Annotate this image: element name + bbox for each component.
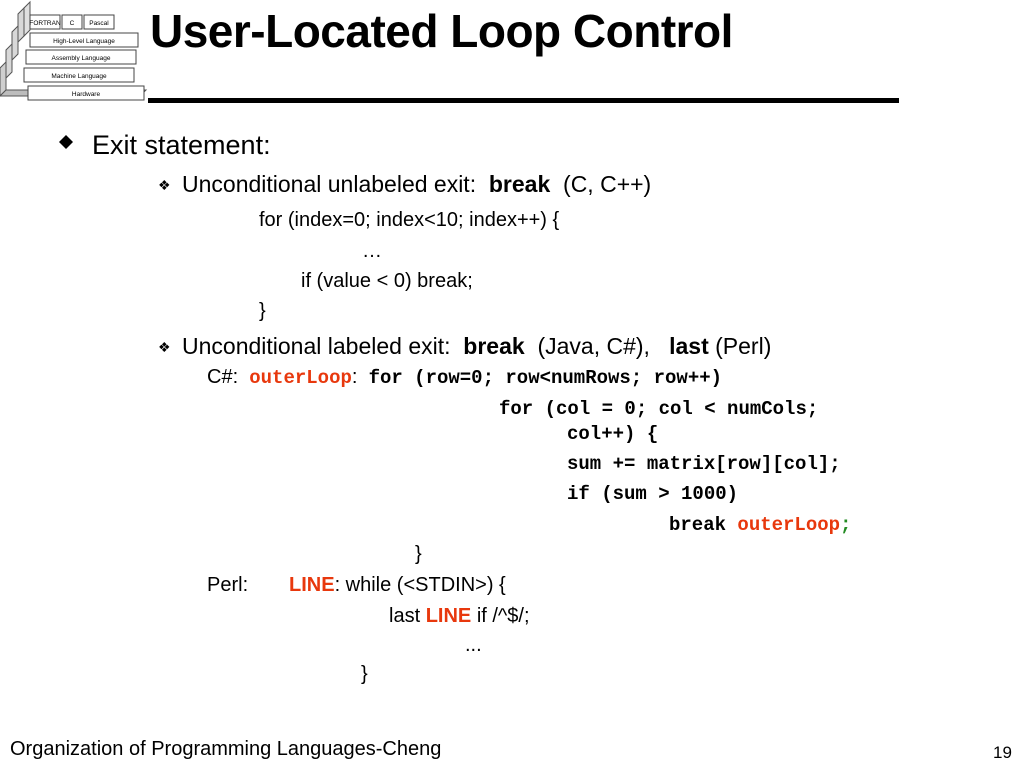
fleur-bullet-icon: ❖	[158, 339, 171, 355]
logo-layer-3: Hardware	[72, 91, 101, 98]
sub1-suffix: (C, C++)	[563, 171, 652, 197]
logo-lang-0: FORTRAN	[29, 20, 61, 27]
sub2-keyword-break: break	[463, 333, 525, 359]
csharp-example-line-1: C#: outerLoop: for (row=0; row<numRows; …	[207, 366, 722, 389]
code1-line-1: for (index=0; index<10; index++) {	[259, 209, 560, 231]
sub-bullet-unlabeled: Unconditional unlabeled exit: break (C, …	[182, 171, 651, 198]
sub-bullet-labeled: Unconditional labeled exit: break (Java,…	[182, 333, 771, 360]
diamond-bullet-icon	[56, 128, 76, 159]
csharp-close-brace: }	[415, 543, 422, 565]
csharp-line-5: break outerLoop;	[669, 514, 851, 536]
code1-line-4: }	[259, 300, 266, 322]
bullet-exit-statement: Exit statement:	[92, 130, 271, 160]
sub2-mid: (Java, C#),	[537, 333, 650, 359]
code1-line-2: …	[362, 240, 382, 262]
logo-lang-1: C	[70, 20, 75, 27]
perl-ellipsis: ...	[465, 634, 482, 656]
fleur-bullet-icon: ❖	[158, 177, 171, 193]
csharp-colon: :	[351, 366, 358, 388]
perl-line-2-rest: if /^$/;	[476, 605, 530, 627]
csharp-line-2b: col++) {	[567, 423, 659, 445]
perl-last-label: LINE	[425, 605, 472, 627]
code1-line-3: if (value < 0) break;	[301, 270, 473, 292]
sub2-suffix: (Perl)	[715, 333, 772, 359]
sub1-keyword: break	[488, 171, 551, 197]
title-underline	[148, 98, 899, 103]
csharp-break-label: outerLoop	[737, 514, 841, 536]
perl-last-keyword: last	[389, 605, 421, 627]
csharp-semicolon: ;	[840, 514, 852, 536]
perl-close-brace: }	[361, 663, 368, 685]
perl-example-line-1: LINE: while (<STDIN>) {	[289, 574, 506, 597]
csharp-line-4: if (sum > 1000)	[567, 483, 739, 505]
sub2-keyword-last: last	[669, 333, 709, 359]
csharp-line-1: for (row=0; row<numRows; row++)	[368, 367, 723, 389]
logo-lang-2: Pascal	[89, 20, 109, 27]
page-number: 19	[993, 743, 1012, 762]
csharp-line-3: sum += matrix[row][col];	[567, 453, 841, 475]
csharp-line-2a: for (col = 0; col < numCols;	[499, 398, 819, 420]
csharp-label: C#:	[207, 366, 239, 388]
perl-line-1-rest: : while (<STDIN>) {	[334, 574, 506, 596]
csharp-loop-label: outerLoop	[249, 367, 352, 389]
language-stack-logo: FORTRAN C Pascal High-Level Language Ass…	[0, 0, 148, 101]
logo-layer-2: Machine Language	[51, 73, 107, 80]
perl-loop-label: LINE	[289, 574, 335, 596]
sub1-prefix: Unconditional unlabeled exit:	[182, 171, 477, 197]
perl-example-line-2: last LINE if /^$/;	[389, 605, 530, 628]
footer-text: Organization of Programming Languages-Ch…	[10, 738, 442, 760]
csharp-break-keyword: break	[669, 514, 727, 536]
perl-label: Perl:	[207, 574, 249, 596]
logo-layer-1: Assembly Language	[52, 55, 111, 62]
logo-layer-0: High-Level Language	[53, 38, 115, 45]
sub2-prefix: Unconditional labeled exit:	[182, 333, 451, 359]
slide-title: User-Located Loop Control	[150, 5, 733, 57]
